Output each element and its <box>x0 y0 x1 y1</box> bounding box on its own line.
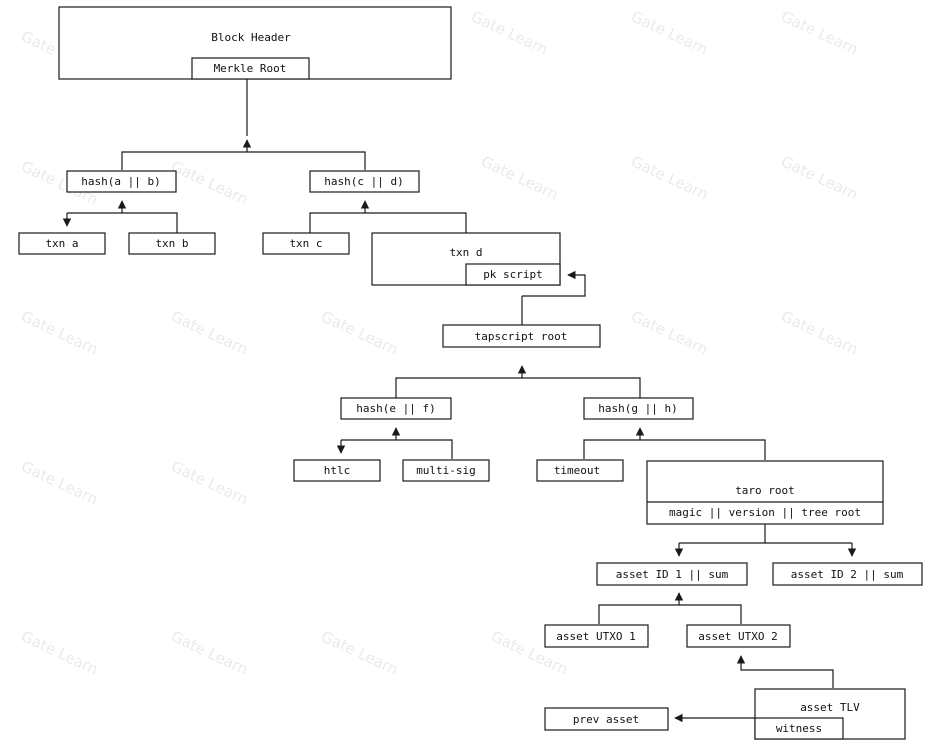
taro-root-node: taro root magic || version || tree root <box>646 460 884 525</box>
asset-utxo-2-label: asset UTXO 2 <box>698 630 777 643</box>
watermark: Gate Learn <box>778 307 860 358</box>
watermark: Gate Learn <box>628 7 710 58</box>
watermark: Gate Learn <box>778 7 860 58</box>
pk-script-label: pk script <box>483 268 543 281</box>
watermark: Gate Learn <box>468 7 550 58</box>
connector-arrow <box>522 270 586 297</box>
block-header-node: Block Header Merkle Root <box>58 6 452 80</box>
hash-ef-label: hash(e || f) <box>356 402 435 415</box>
connector <box>598 604 742 624</box>
hash-gh-node: hash(g || h) <box>583 397 694 420</box>
taro-root-label: taro root <box>735 484 795 497</box>
pk-script-node <box>465 263 561 286</box>
htlc-label: htlc <box>324 464 351 477</box>
watermark: Gate Learn <box>18 627 100 678</box>
connector-arrow <box>736 655 834 688</box>
watermark: Gate Learn <box>478 152 560 203</box>
hash-cd-node: hash(c || d) <box>309 170 420 193</box>
timeout-label: timeout <box>554 464 600 477</box>
tapscript-root-label: tapscript root <box>475 330 568 343</box>
nodes: Block Header Merkle Root hash(a || b) ha… <box>18 6 923 740</box>
hash-cd-label: hash(c || d) <box>324 175 403 188</box>
watermark: Gate Learn <box>18 457 100 508</box>
multisig-node: multi-sig <box>402 459 490 482</box>
asset-utxo-1-label: asset UTXO 1 <box>556 630 635 643</box>
txn-b-node: txn b <box>128 232 216 255</box>
block-header-label: Block Header <box>211 31 291 44</box>
merkle-root-label: Merkle Root <box>214 62 287 75</box>
tapscript-root-node: tapscript root <box>442 324 601 348</box>
connector <box>309 212 467 233</box>
timeout-node: timeout <box>536 459 624 482</box>
watermark: Gate Learn <box>318 627 400 678</box>
multisig-label: multi-sig <box>416 464 476 477</box>
hash-ab-label: hash(a || b) <box>81 175 160 188</box>
connector <box>341 439 453 459</box>
asset-id-1-label: asset ID 1 || sum <box>616 568 729 581</box>
taro-root-detail-label: magic || version || tree root <box>669 506 861 519</box>
txn-b-label: txn b <box>155 237 188 250</box>
connector <box>583 439 766 460</box>
txn-a-label: txn a <box>45 237 78 250</box>
txn-a-node: txn a <box>18 232 106 255</box>
txn-c-label: txn c <box>289 237 322 250</box>
hash-ef-node: hash(e || f) <box>340 397 452 420</box>
merkle-root-node <box>191 57 310 80</box>
witness-label: witness <box>776 722 822 735</box>
htlc-node: htlc <box>293 459 381 482</box>
prev-asset-label: prev asset <box>573 713 639 726</box>
watermark: Gate Learn <box>628 152 710 203</box>
asset-id-1-node: asset ID 1 || sum <box>596 562 748 586</box>
txn-c-node: txn c <box>262 232 350 255</box>
asset-tlv-label: asset TLV <box>800 701 860 714</box>
watermark: Gate Learn <box>778 152 860 203</box>
watermark: Gate Learn <box>168 157 250 208</box>
txn-d-node: txn d pk script <box>371 232 561 286</box>
asset-utxo-1-node: asset UTXO 1 <box>544 624 649 648</box>
asset-id-2-node: asset ID 2 || sum <box>772 562 923 586</box>
asset-id-2-label: asset ID 2 || sum <box>791 568 904 581</box>
hash-gh-label: hash(g || h) <box>598 402 677 415</box>
connectors <box>62 79 857 723</box>
asset-tlv-node: asset TLV witness <box>754 688 906 740</box>
asset-utxo-2-node: asset UTXO 2 <box>686 624 791 648</box>
hash-ab-node: hash(a || b) <box>66 170 177 193</box>
connector <box>67 212 178 233</box>
watermark: Gate Learn <box>168 307 250 358</box>
watermark: Gate Learn <box>318 307 400 358</box>
prev-asset-node: prev asset <box>544 707 669 731</box>
watermark: Gate Learn <box>18 307 100 358</box>
witness-node <box>754 717 844 740</box>
connector <box>121 151 366 170</box>
connector <box>395 377 641 398</box>
txn-d-label: txn d <box>449 246 482 259</box>
watermark: Gate Learn <box>168 627 250 678</box>
watermark: Gate Learn <box>628 307 710 358</box>
watermark: Gate Learn <box>168 457 250 508</box>
